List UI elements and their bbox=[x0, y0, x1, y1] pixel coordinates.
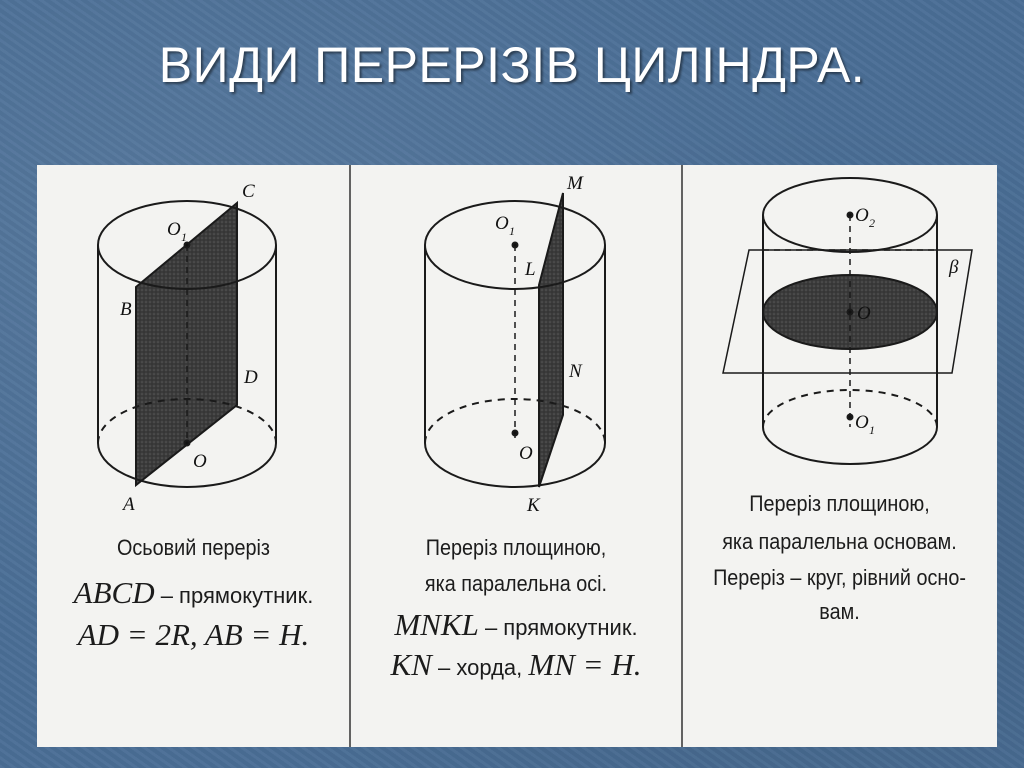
caption-1-line-3: AD = 2R, AB = H. bbox=[77, 617, 310, 652]
point-o1-label-3: O bbox=[855, 412, 869, 433]
cylinder-parallel-axis-section bbox=[424, 192, 606, 488]
cylinder-axial-section bbox=[97, 200, 277, 488]
caption-3-line-3: Переріз – круг, рівний осно- bbox=[713, 565, 966, 590]
figure-panel: C O 1 B D O A M O 1 L N O K bbox=[37, 165, 997, 747]
point-b-label: B bbox=[120, 299, 132, 320]
point-o1-subscript-2: 1 bbox=[509, 224, 515, 238]
point-k-label: K bbox=[526, 495, 541, 516]
point-o-label-3: O bbox=[857, 303, 871, 324]
caption-1-math: ABCD bbox=[73, 575, 155, 610]
caption-3-line-4: вам. bbox=[819, 599, 860, 624]
caption-2-math-1: MNKL bbox=[394, 607, 479, 642]
caption-3-line-1: Переріз площиною, bbox=[749, 491, 930, 516]
caption-2-math-2: KN bbox=[390, 647, 432, 682]
caption-2-line-4: KN – хорда, MN = H. bbox=[350, 647, 682, 683]
point-o-label-2: O bbox=[519, 443, 533, 464]
point-d-label: D bbox=[243, 367, 258, 388]
figure-drawing: C O 1 B D O A M O 1 L N O K bbox=[97, 165, 973, 747]
caption-1-line-2: ABCD – прямокутник. bbox=[37, 575, 350, 611]
point-m-label: M bbox=[566, 173, 584, 194]
point-c-label: C bbox=[242, 181, 255, 202]
caption-parallel-bases: Переріз площиною, яка паралельна основам… bbox=[682, 493, 997, 623]
slide-title: ВИДИ ПЕРЕРІЗІВ ЦИЛІНДРА. bbox=[158, 37, 866, 93]
point-l-label: L bbox=[524, 259, 536, 280]
caption-2-line-2: яка паралельна осі. bbox=[424, 571, 608, 596]
caption-3-line-2: яка паралельна основам. bbox=[722, 529, 957, 554]
point-o-label: O bbox=[193, 451, 207, 472]
point-o1-subscript: 1 bbox=[181, 230, 187, 244]
beta-label: β bbox=[948, 257, 959, 278]
caption-1-line-1: Осьовий переріз bbox=[116, 535, 271, 560]
caption-2-math-3: MN = H. bbox=[528, 647, 642, 682]
point-a-label: A bbox=[121, 494, 135, 515]
point-o2-subscript: 2 bbox=[869, 216, 875, 230]
cylinder-parallel-base-section bbox=[722, 177, 973, 465]
caption-parallel-axis: Переріз площиною, яка паралельна осі. MN… bbox=[350, 537, 682, 683]
caption-2-text-1: – прямокутник. bbox=[478, 615, 638, 640]
point-o2-label: O bbox=[855, 205, 869, 226]
caption-2-text-2: – хорда, bbox=[431, 655, 529, 680]
parallel-axis-section-plane bbox=[538, 192, 564, 488]
caption-axial-section: Осьовий переріз ABCD – прямокутник. AD =… bbox=[37, 537, 350, 653]
caption-1-text: – прямокутник. bbox=[154, 583, 314, 608]
caption-2-line-1: Переріз площиною, bbox=[425, 535, 607, 560]
point-n-label: N bbox=[568, 361, 583, 382]
point-o1-label: O bbox=[167, 219, 181, 240]
point-o1-subscript-3: 1 bbox=[869, 423, 875, 437]
caption-2-line-3: MNKL – прямокутник. bbox=[350, 607, 682, 643]
point-o1-label-2: O bbox=[495, 213, 509, 234]
